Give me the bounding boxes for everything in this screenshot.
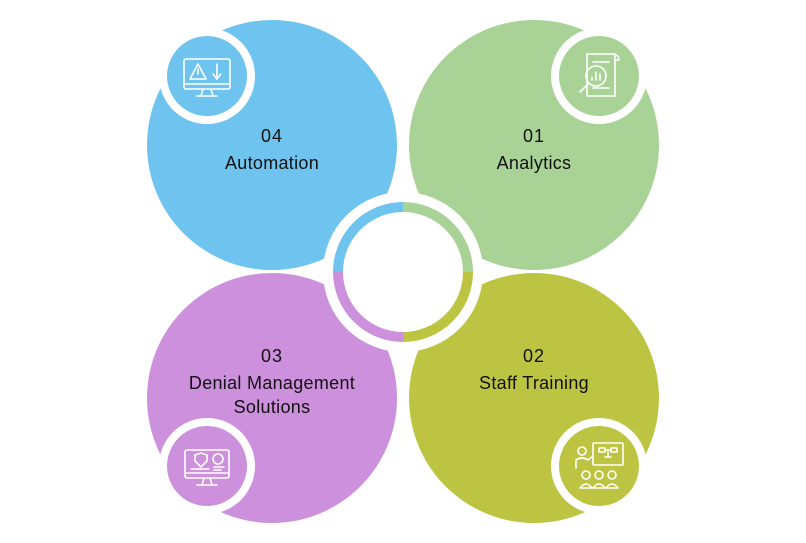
- step-number-staff-training: 02: [523, 346, 545, 366]
- step-label-denial-management-line2: Solutions: [234, 397, 311, 417]
- step-number-denial-management: 03: [261, 346, 283, 366]
- badge-automation: [159, 28, 255, 124]
- badge-denial-management: [159, 418, 255, 514]
- center-arc-denial-management: [333, 272, 403, 342]
- step-label-analytics: Analytics: [497, 153, 572, 173]
- center-hole: [345, 214, 461, 330]
- step-number-automation: 04: [261, 126, 283, 146]
- step-label-automation: Automation: [225, 153, 319, 173]
- badge-staff-training: [551, 418, 647, 514]
- monitor-warning-icon: [183, 58, 231, 97]
- step-label-denial-management-line1: Denial Management: [189, 373, 355, 393]
- analytics-report-icon: [579, 53, 620, 97]
- center-arc-staff-training: [403, 272, 473, 342]
- step-number-analytics: 01: [523, 126, 545, 146]
- training-presentation-icon: [575, 442, 624, 489]
- step-label-staff-training: Staff Training: [479, 373, 589, 393]
- center-arc-analytics: [403, 202, 473, 272]
- badge-analytics: [551, 28, 647, 124]
- center-arc-automation: [333, 202, 403, 272]
- secure-billing-monitor-icon: [184, 449, 230, 486]
